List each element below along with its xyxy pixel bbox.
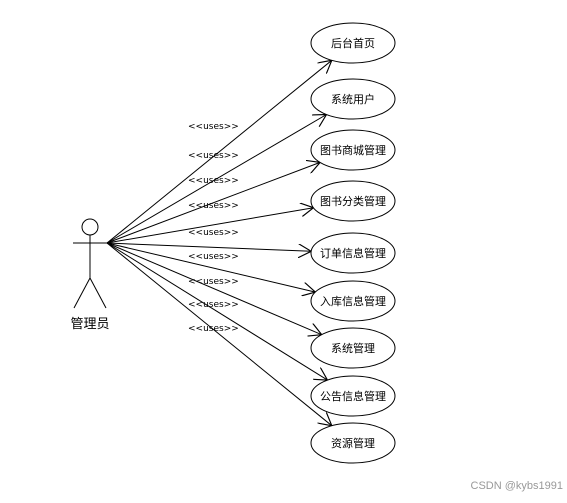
use-cases: 后台首页系统用户图书商城管理图书分类管理订单信息管理入库信息管理系统管理公告信息…	[310, 22, 396, 464]
association-line	[106, 115, 327, 244]
association-line	[106, 208, 314, 244]
use-case-label: 图书分类管理	[320, 194, 386, 208]
actor-label: 管理员	[70, 317, 109, 332]
use-case-label: 订单信息管理	[320, 246, 386, 260]
use-case[interactable]: 入库信息管理	[310, 280, 396, 322]
use-case[interactable]: 订单信息管理	[310, 232, 396, 274]
use-case-ellipse[interactable]	[310, 180, 396, 222]
uses-label: <<uses>>	[188, 252, 239, 262]
uses-label: <<uses>>	[188, 151, 239, 161]
use-case-label: 系统管理	[331, 341, 375, 355]
uses-label: <<uses>>	[188, 324, 239, 334]
association-line	[106, 242, 332, 426]
relation-labels: <<uses>> <<uses>> <<uses>> <<uses>> <<uses>>…	[188, 122, 239, 334]
uses-label: <<uses>>	[188, 228, 239, 238]
association-line	[106, 60, 332, 244]
uses-label: <<uses>>	[188, 176, 239, 186]
use-case[interactable]: 图书商城管理	[310, 129, 396, 171]
stick-figure-icon	[73, 218, 107, 309]
association-line	[106, 162, 320, 244]
use-case-ellipse[interactable]	[310, 327, 396, 369]
use-case-ellipse[interactable]	[310, 78, 396, 120]
uses-label: <<uses>>	[188, 201, 239, 211]
actor: 管理员	[70, 218, 110, 332]
uses-label: <<uses>>	[188, 300, 239, 310]
association-line	[106, 242, 311, 251]
use-case[interactable]: 公告信息管理	[310, 375, 396, 417]
use-case-label: 入库信息管理	[320, 294, 386, 308]
use-case-ellipse[interactable]	[310, 422, 396, 464]
uses-label: <<uses>>	[188, 277, 239, 287]
use-case-ellipse[interactable]	[310, 22, 396, 64]
uses-label: <<uses>>	[188, 122, 239, 132]
use-case-ellipse[interactable]	[310, 232, 396, 274]
use-case[interactable]: 系统管理	[310, 327, 396, 369]
use-case[interactable]: 后台首页	[310, 22, 396, 64]
use-case-label: 公告信息管理	[320, 389, 386, 403]
use-case-ellipse[interactable]	[310, 375, 396, 417]
association-line	[106, 242, 328, 380]
use-case[interactable]: 图书分类管理	[310, 180, 396, 222]
use-case-ellipse[interactable]	[310, 280, 396, 322]
association-line	[106, 242, 315, 292]
use-case-label: 图书商城管理	[320, 143, 386, 157]
use-case-ellipse[interactable]	[310, 129, 396, 171]
use-case-label: 资源管理	[331, 436, 375, 450]
use-case[interactable]: 资源管理	[310, 422, 396, 464]
use-case[interactable]: 系统用户	[310, 78, 396, 120]
association-line	[106, 242, 322, 335]
use-case-label: 系统用户	[331, 92, 375, 106]
watermark: CSDN @kybs1991	[470, 480, 563, 492]
use-case-label: 后台首页	[331, 36, 375, 50]
association-links	[106, 60, 332, 426]
